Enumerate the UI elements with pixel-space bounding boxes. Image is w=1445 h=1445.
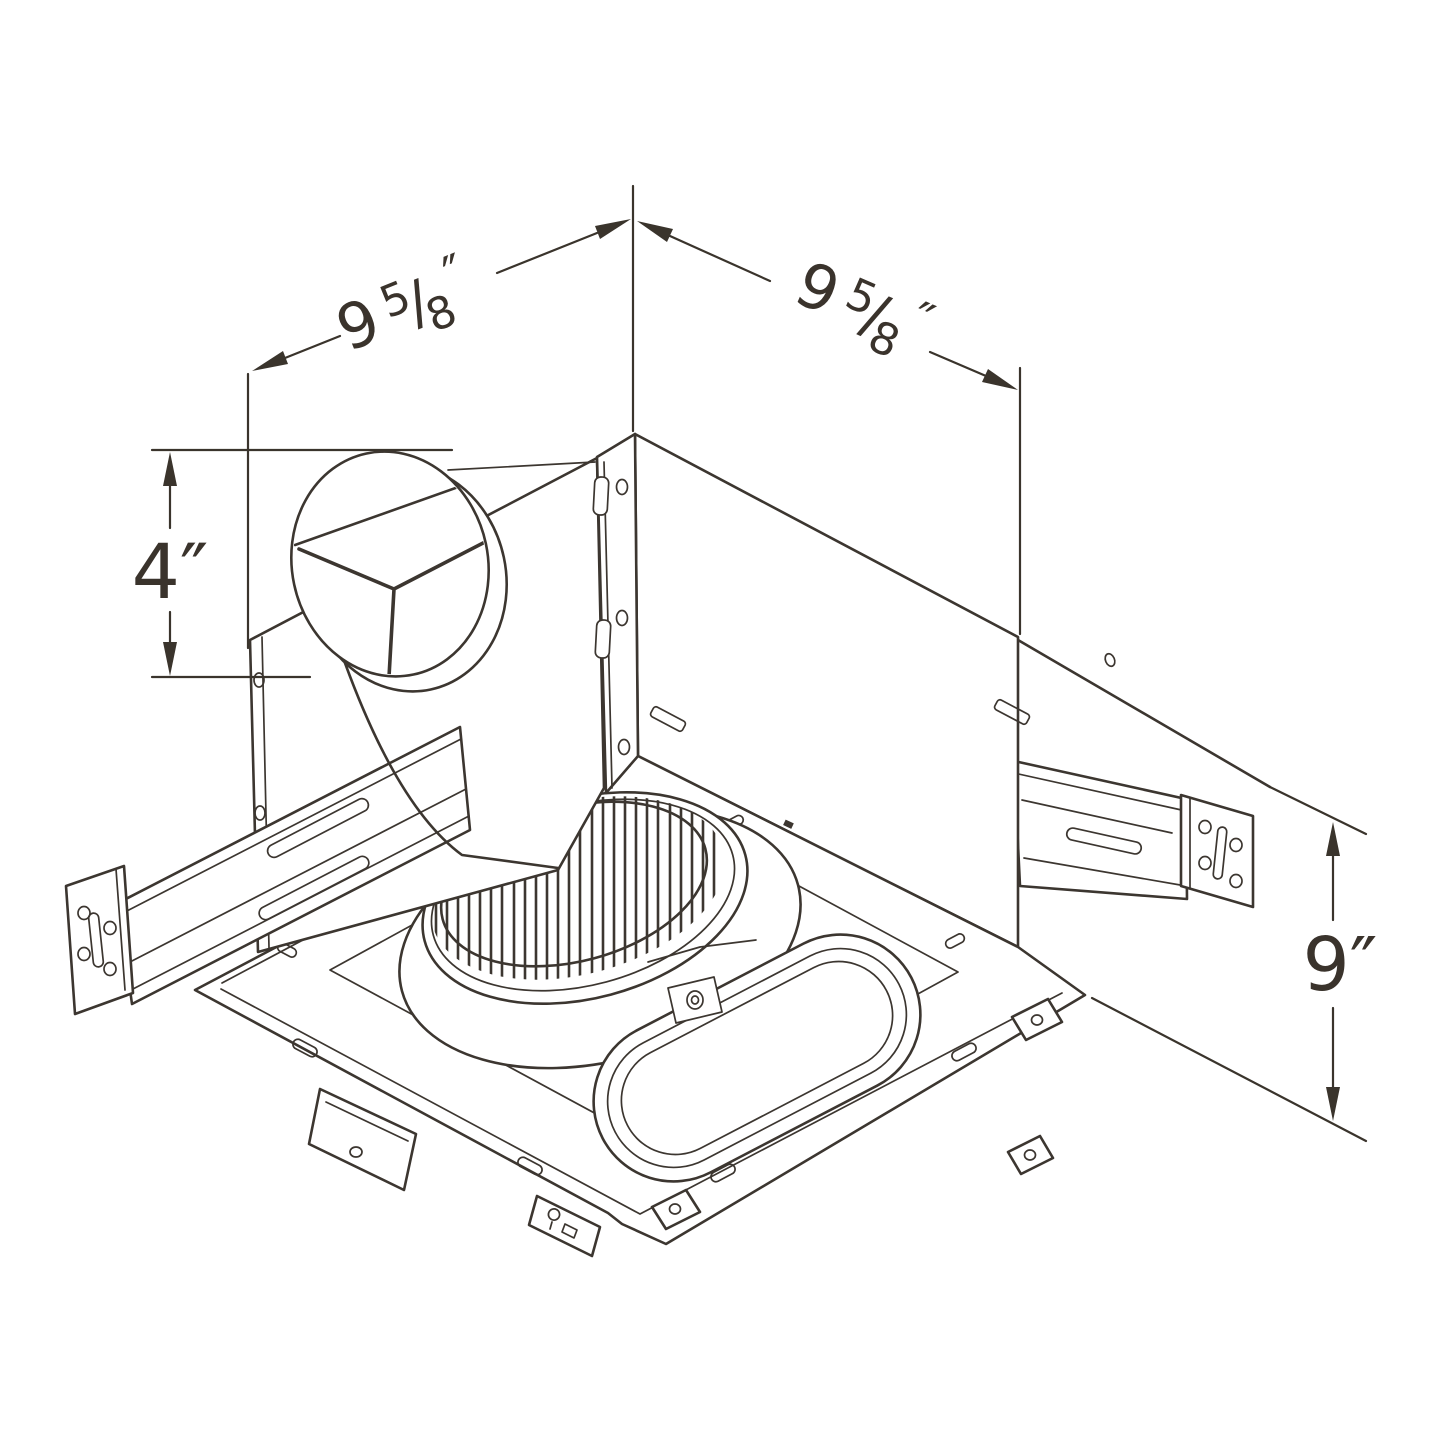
corner-strip-hole <box>615 478 629 496</box>
left-wall-hole <box>253 672 265 688</box>
dim-label-height: 9″ <box>1303 922 1378 1008</box>
arrowhead <box>163 452 177 486</box>
right-plate-hole <box>1229 837 1243 853</box>
right-wall-slot <box>993 698 1031 726</box>
speaker-mount-hole <box>686 990 704 1010</box>
dimension-height: 9″ <box>1090 785 1378 1143</box>
label-plate-marks <box>547 1208 578 1239</box>
speaker-clamp-line <box>647 939 757 963</box>
rear-wall-hole <box>1104 652 1116 668</box>
right-bar-slot <box>1065 827 1143 855</box>
dimension-width-front: 95/8″ <box>252 219 631 375</box>
dimension-annotations: 95/8″ 95/8″ 4″ 9″ <box>132 184 1378 1143</box>
rear-wall-top-edge <box>1016 638 1272 789</box>
left-plate-hole <box>103 920 117 936</box>
left-end-plate <box>64 864 135 1016</box>
right-plate-hole <box>1198 819 1212 835</box>
dim-label-width-front: 95/8″ <box>325 243 485 375</box>
hinge-tab <box>594 619 612 659</box>
dim-label-width-side: 95/8″ <box>781 243 942 378</box>
dim-line <box>283 231 599 360</box>
speaker-bezel-outer <box>592 933 922 1183</box>
flange-slot <box>517 1156 543 1176</box>
corner-strip-hole <box>615 609 629 627</box>
hanger-bar-right <box>1012 759 1255 909</box>
left-plate-slot <box>87 912 105 968</box>
corner-strip-hole <box>617 738 631 756</box>
speaker-mesh <box>620 960 894 1156</box>
height-extension-top <box>1268 785 1368 836</box>
right-plate-slot <box>1212 826 1228 880</box>
dim-label-duct: 4″ <box>132 527 209 616</box>
speaker-grille <box>592 933 922 1183</box>
arrowhead <box>1326 1087 1340 1121</box>
left-bar-bracket-line <box>325 1101 409 1142</box>
right-plate-hole <box>1198 855 1212 871</box>
speaker-bezel-inner <box>606 947 908 1169</box>
arrowhead <box>1326 822 1340 856</box>
flange-corner-tab <box>1006 1134 1055 1176</box>
left-plate-hole <box>77 905 91 921</box>
tab-hole <box>668 1203 682 1215</box>
duct-transition <box>343 461 596 870</box>
height-extension-bottom <box>1090 996 1368 1143</box>
hanger-bar-left <box>64 725 472 1192</box>
tab-hole <box>1023 1149 1037 1161</box>
flange-slot <box>710 1163 736 1183</box>
dimension-width-side: 95/8″ <box>637 221 1018 390</box>
arrowhead <box>595 219 631 239</box>
dimension-duct: 4″ <box>132 448 454 679</box>
right-wall-slot <box>649 705 687 733</box>
right-bar-channel-lines <box>1013 772 1187 887</box>
tab-hole <box>1030 1014 1044 1026</box>
left-wall-hole <box>254 805 266 821</box>
pan-square-hole <box>783 819 794 829</box>
housing-corner-strip <box>592 432 640 795</box>
cone-top-fold <box>447 461 596 471</box>
left-plate-hole <box>77 946 91 962</box>
left-bar-bracket-hole <box>349 1146 363 1158</box>
left-bar-slot <box>258 855 370 921</box>
left-bar-bracket <box>307 1087 418 1192</box>
flange-corner-tab <box>650 1188 702 1231</box>
speaker-mount-hole-inner <box>690 995 700 1005</box>
dim-line <box>668 234 988 378</box>
left-end-plate-fold <box>115 868 126 991</box>
flange-slot <box>951 1042 977 1062</box>
arrowhead <box>637 221 673 242</box>
arrowhead <box>252 351 288 371</box>
arrowhead <box>163 642 177 676</box>
flange-slot <box>292 1038 318 1058</box>
rear-right-wall <box>1016 638 1272 789</box>
hinge-tab <box>592 476 610 516</box>
cone-bottom-fold <box>343 661 560 870</box>
right-plate-hole <box>1229 873 1243 889</box>
speaker-mount-tab <box>667 976 723 1024</box>
arrowhead <box>982 369 1018 390</box>
left-plate-hole <box>103 961 117 977</box>
duct-collar <box>290 450 508 693</box>
flange-slot <box>944 933 966 949</box>
left-bar-slot <box>266 797 370 859</box>
right-end-plate <box>1179 793 1255 909</box>
damper-fold-lines <box>297 539 489 679</box>
collar-back-rim <box>290 450 490 678</box>
flange-corner-tab <box>1010 997 1064 1042</box>
